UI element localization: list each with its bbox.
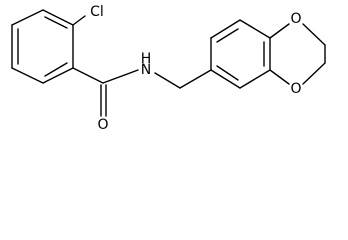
ring-double-bond bbox=[44, 62, 68, 77]
ch2-aryl-bond bbox=[179, 69, 212, 89]
ring-bond bbox=[11, 67, 44, 84]
dioxole-oxygen-bottom-label: O bbox=[290, 81, 301, 97]
ring-bond bbox=[239, 69, 271, 89]
amide-hydrogen-label: H bbox=[141, 51, 152, 67]
c-o-bond bbox=[269, 69, 290, 85]
chlorine-label: Cl bbox=[90, 4, 104, 20]
c-cl-bond bbox=[72, 15, 86, 26]
ring-double-bond bbox=[216, 28, 239, 43]
chemical-structure-diagram: Cl O H N O O bbox=[11, 4, 326, 133]
n-ch2-bond bbox=[154, 72, 181, 89]
o-ch2-bond bbox=[302, 23, 326, 46]
ring-bond bbox=[42, 67, 74, 84]
structure-canvas: Cl O H N O O bbox=[11, 4, 326, 133]
ring-double-bond bbox=[44, 16, 68, 29]
c-n-bond bbox=[102, 69, 139, 84]
ring-bond bbox=[210, 69, 241, 89]
c-o-bond bbox=[269, 23, 290, 39]
benzodioxole-ring bbox=[210, 19, 271, 89]
dioxole-oxygen-top-label: O bbox=[290, 11, 301, 27]
carbonyl-oxygen-label: O bbox=[97, 117, 108, 133]
ring-bond bbox=[239, 19, 271, 39]
dioxole-ring bbox=[269, 23, 326, 85]
amide-nitrogen-label: N bbox=[141, 62, 151, 78]
ring-bond bbox=[210, 19, 241, 39]
o-ch2-bond bbox=[302, 62, 326, 85]
ring-double-bond bbox=[216, 65, 239, 81]
chlorophenyl-ring bbox=[11, 9, 74, 84]
ring-to-carbonyl-bond bbox=[72, 67, 104, 84]
ring-bond bbox=[42, 9, 74, 26]
ring-bond bbox=[11, 9, 44, 26]
